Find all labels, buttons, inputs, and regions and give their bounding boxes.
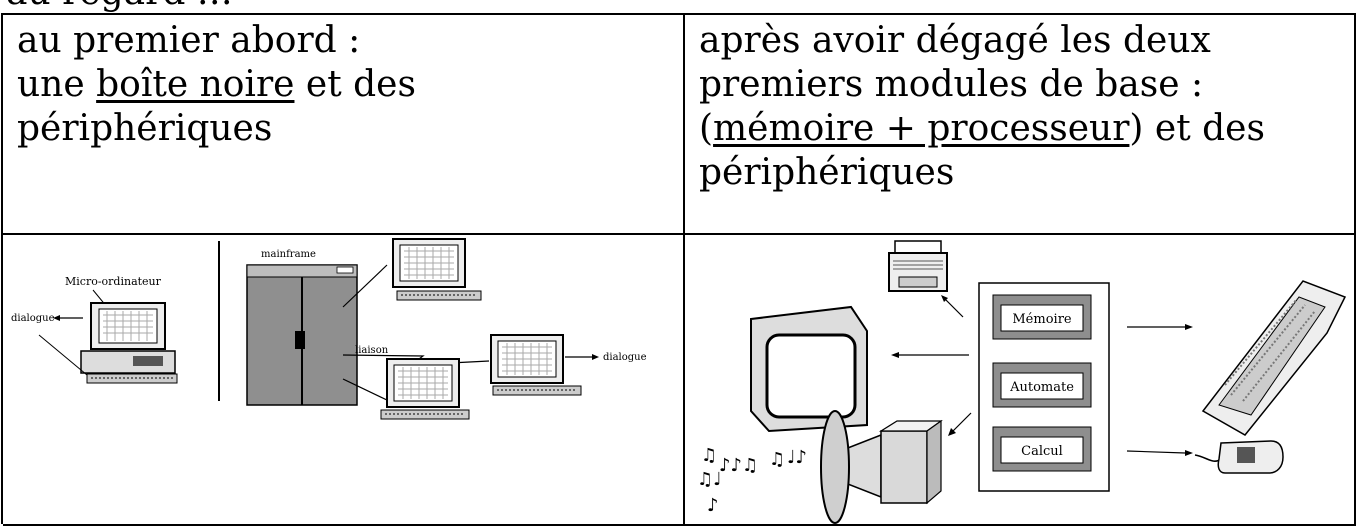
speaker-icon (820, 410, 943, 524)
music-notes-icon: ♫ ♪♪♫ ♫ ♩♪ ♫♩ ♪ (697, 445, 807, 516)
automate-module: Automate (992, 362, 1092, 408)
printer-icon (888, 240, 948, 292)
speaker-arrow (952, 412, 972, 432)
terminal-bottom-icon (380, 358, 470, 420)
right-line-4: périphériques (699, 152, 955, 193)
figure-cell-right: Mémoire Automate Calcul (685, 235, 1356, 526)
mouse-icon (1194, 440, 1284, 474)
mainframe-label: mainframe (261, 249, 316, 260)
dialogue-right-label: dialogue (603, 352, 647, 363)
liaison-label: liaison (355, 345, 389, 356)
dialogue-left-label: dialogue (11, 313, 55, 324)
calcul-module: Calcul (992, 426, 1092, 472)
left-line-2: une boîte noire et des (17, 64, 416, 105)
terminal-right-icon (490, 334, 582, 396)
svg-text:♪♪♫: ♪♪♫ (719, 455, 758, 476)
right-line-1: après avoir dégagé les deux (699, 20, 1211, 61)
memory-processor-illustration: Mémoire Automate Calcul (697, 240, 1347, 524)
header-cell-right: après avoir dégagé les deux premiers mod… (685, 15, 1356, 235)
mainframe-icon (246, 264, 358, 406)
left-header-text: au premier abord : une boîte noire et de… (17, 19, 416, 151)
micro-computer-icon (80, 302, 178, 384)
right-line-3: (mémoire + processeur) et des (699, 108, 1265, 149)
right-header-text: après avoir dégagé les deux premiers mod… (699, 19, 1265, 195)
svg-text:♪: ♪ (707, 495, 719, 516)
left-line-3: périphériques (17, 108, 273, 149)
terminal-top-icon (392, 238, 482, 301)
header-cell-left: au premier abord : une boîte noire et de… (3, 15, 685, 235)
right-line-2: premiers modules de base : (699, 64, 1204, 105)
comparison-table: au premier abord : une boîte noire et de… (1, 13, 1356, 526)
svg-text:♩♪: ♩♪ (787, 447, 807, 468)
svg-text:♫: ♫ (701, 445, 717, 466)
mouse-arrow (1126, 450, 1186, 454)
svg-text:♫♩: ♫♩ (697, 469, 722, 490)
memoire-processeur-term: mémoire + processeur (713, 108, 1130, 149)
dialogue-left-pointer (38, 334, 88, 376)
calcul-label: Calcul (1021, 444, 1063, 459)
svg-text:♫: ♫ (769, 449, 785, 470)
left-line-1: au premier abord : (17, 20, 361, 61)
figure-cell-left: Micro-ordinateur dialogue mainframe (3, 235, 685, 526)
printer-arrow (944, 298, 964, 318)
monitor-icon (750, 305, 868, 433)
boite-noire-term: boîte noire (96, 64, 295, 105)
black-box-illustration: Micro-ordinateur dialogue mainframe (11, 238, 647, 420)
automate-label: Automate (1009, 380, 1074, 395)
memoire-module: Mémoire (992, 294, 1092, 340)
micro-ordinateur-label: Micro-ordinateur (65, 275, 162, 288)
keyboard-icon (1201, 280, 1347, 436)
memoire-label: Mémoire (1012, 312, 1072, 327)
cut-off-heading: au regard … (6, 0, 233, 13)
